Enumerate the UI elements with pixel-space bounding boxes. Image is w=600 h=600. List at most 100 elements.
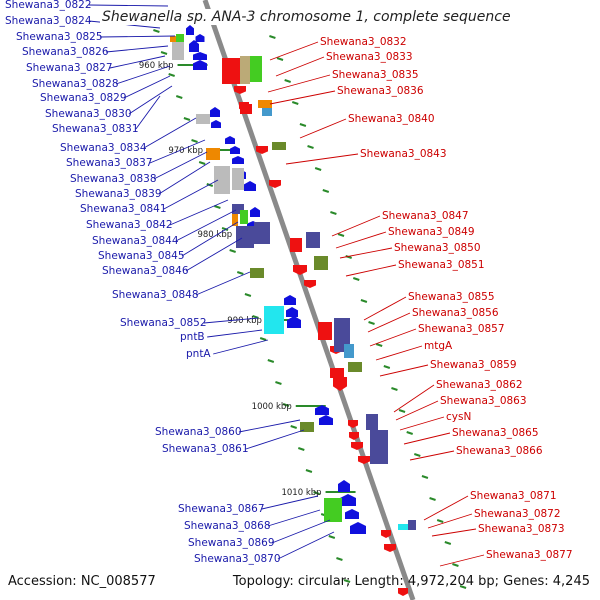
left-label-leader bbox=[163, 179, 219, 210]
left-gene-label: Shewana3_0842 bbox=[86, 219, 173, 231]
guide-tick-right bbox=[314, 167, 322, 171]
gene-feature-box bbox=[250, 56, 262, 82]
guide-tick-right bbox=[383, 365, 391, 369]
guide-tick-left bbox=[206, 183, 214, 187]
left-label-leader bbox=[271, 519, 331, 544]
forward-gene-arrow bbox=[333, 377, 347, 391]
guide-tick-left bbox=[168, 73, 175, 77]
forward-gene-arrow bbox=[398, 588, 408, 596]
reverse-gene-arrow bbox=[232, 156, 244, 164]
left-gene-label: Shewana3_0844 bbox=[92, 235, 179, 247]
gene-feature-box bbox=[300, 422, 314, 432]
left-label-leader bbox=[185, 237, 243, 272]
right-gene-label: Shewana3_0877 bbox=[486, 549, 573, 561]
guide-tick-left bbox=[282, 403, 290, 407]
gene-feature-box bbox=[314, 256, 328, 270]
right-label-leader bbox=[399, 416, 445, 431]
reverse-gene-arrow bbox=[350, 522, 366, 534]
reverse-gene-arrow bbox=[210, 107, 220, 117]
reverse-gene-arrow bbox=[319, 415, 333, 425]
forward-gene-arrow bbox=[358, 456, 370, 464]
left-gene-label: Shewana3_0869 bbox=[188, 537, 275, 549]
right-gene-label: Shewana3_0835 bbox=[332, 69, 419, 81]
left-label-leader bbox=[143, 117, 197, 149]
topology-text: Topology: circular; Length: 4,972,204 bp… bbox=[232, 574, 590, 589]
reverse-gene-arrow bbox=[193, 52, 207, 60]
forward-gene-arrow bbox=[293, 265, 307, 275]
kbp-label: 970 kbp bbox=[168, 146, 203, 156]
right-gene-label: Shewana3_0832 bbox=[320, 36, 407, 48]
right-label-leader bbox=[369, 328, 417, 347]
left-gene-label: Shewana3_0846 bbox=[102, 265, 189, 277]
gene-feature-box bbox=[232, 214, 238, 226]
forward-gene-arrow bbox=[234, 86, 246, 94]
reverse-gene-arrow bbox=[189, 40, 199, 52]
right-label-leader bbox=[403, 432, 451, 445]
guide-tick-right bbox=[291, 101, 299, 105]
kbp-label: 1000 kbp bbox=[252, 402, 292, 412]
guide-tick-right bbox=[436, 519, 444, 523]
gene-feature-box bbox=[240, 104, 252, 114]
guide-tick-left bbox=[198, 161, 206, 165]
forward-gene-arrow bbox=[351, 442, 363, 450]
right-label-leader bbox=[299, 118, 347, 139]
right-gene-label: mtgA bbox=[424, 340, 453, 352]
reverse-gene-arrow bbox=[193, 60, 207, 70]
left-label-leader bbox=[207, 329, 263, 338]
reverse-gene-arrow bbox=[315, 405, 329, 415]
guide-tick-right bbox=[276, 57, 284, 61]
guide-tick-right bbox=[299, 123, 307, 127]
right-label-leader bbox=[275, 56, 325, 77]
gene-feature-box bbox=[344, 344, 354, 358]
left-label-leader bbox=[105, 45, 169, 53]
guide-tick-right bbox=[413, 453, 421, 457]
guide-tick-right bbox=[360, 299, 368, 303]
guide-tick-left bbox=[229, 249, 236, 253]
reverse-gene-arrow bbox=[345, 509, 359, 519]
right-label-leader bbox=[267, 74, 331, 93]
gene-feature-box bbox=[318, 322, 332, 340]
guide-tick-left bbox=[191, 139, 198, 143]
kbp-label: 960 kbp bbox=[139, 61, 174, 71]
left-label-leader bbox=[135, 95, 161, 130]
right-label-leader bbox=[379, 364, 429, 377]
left-gene-label: Shewana3_0829 bbox=[40, 92, 127, 104]
left-label-leader bbox=[203, 317, 259, 324]
gene-feature-box bbox=[170, 36, 178, 42]
right-label-leader bbox=[431, 528, 477, 537]
guide-tick-left bbox=[153, 29, 160, 33]
reverse-gene-arrow bbox=[225, 136, 235, 144]
guide-tick-right bbox=[375, 343, 383, 347]
left-gene-label: Shewana3_0822 bbox=[5, 0, 92, 11]
left-label-leader bbox=[88, 4, 169, 7]
reverse-gene-arrow bbox=[340, 494, 356, 506]
right-gene-label: Shewana3_0862 bbox=[436, 379, 523, 391]
left-gene-label: Shewana3_0827 bbox=[26, 62, 113, 74]
left-gene-label: Shewana3_0860 bbox=[155, 426, 242, 438]
left-gene-label: pntA bbox=[186, 348, 211, 360]
guide-tick-right bbox=[337, 233, 345, 237]
reverse-gene-arrow bbox=[287, 316, 301, 328]
left-gene-label: Shewana3_0839 bbox=[75, 188, 162, 200]
left-gene-label: Shewana3_0830 bbox=[45, 108, 132, 120]
left-label-leader bbox=[109, 55, 166, 69]
right-gene-label: Shewana3_0840 bbox=[348, 113, 435, 125]
left-gene-label: Shewana3_0828 bbox=[32, 78, 119, 90]
right-label-leader bbox=[339, 247, 393, 259]
gene-feature-box bbox=[366, 414, 378, 430]
accession-text: Accession: NC_008577 bbox=[8, 574, 156, 589]
left-label-leader bbox=[195, 271, 251, 296]
left-gene-label: Shewana3_0824 bbox=[5, 15, 92, 27]
left-gene-label: Shewana3_0826 bbox=[22, 46, 109, 58]
right-label-leader bbox=[423, 495, 469, 521]
guide-tick-right bbox=[269, 35, 276, 39]
left-gene-label: Shewana3_0825 bbox=[16, 31, 103, 43]
forward-gene-arrow bbox=[269, 180, 281, 188]
kbp-label: 990 kbp bbox=[227, 316, 262, 326]
forward-gene-arrow bbox=[349, 432, 359, 440]
guide-tick-right bbox=[406, 431, 413, 435]
right-label-leader bbox=[363, 296, 407, 321]
gene-feature-box bbox=[240, 56, 250, 84]
guide-tick-left bbox=[336, 557, 343, 561]
right-gene-label: Shewana3_0873 bbox=[478, 523, 565, 535]
